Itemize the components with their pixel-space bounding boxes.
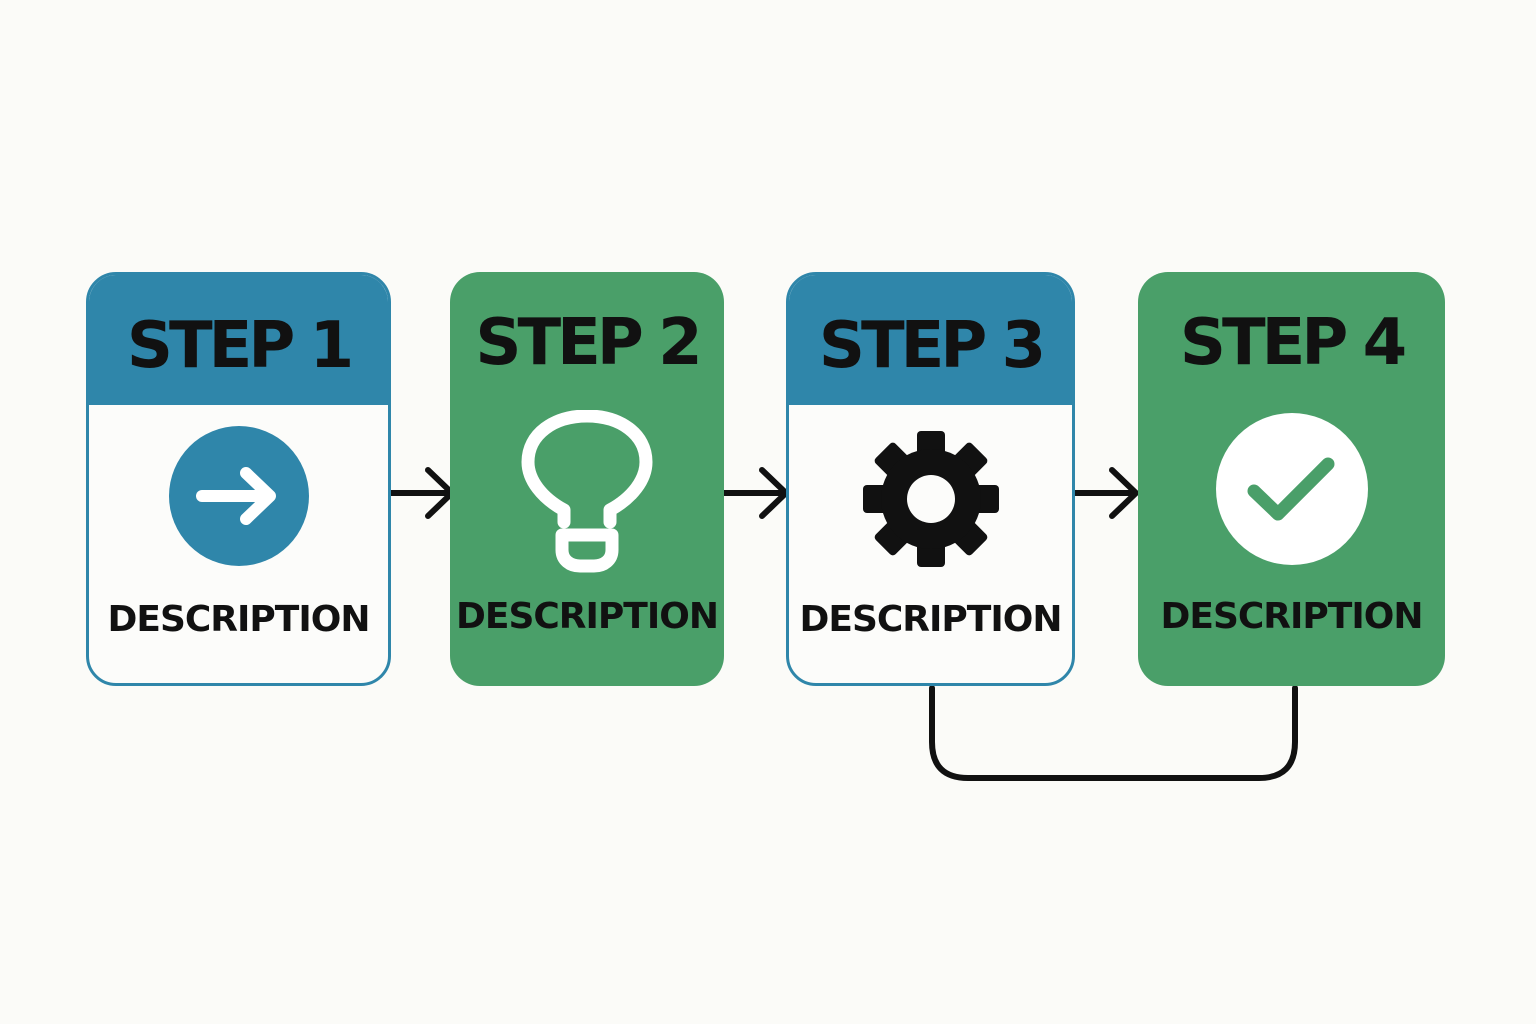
lightbulb-icon bbox=[521, 410, 653, 573]
step-description-4: DESCRIPTION bbox=[1160, 596, 1423, 637]
step-description-3: DESCRIPTION bbox=[799, 599, 1062, 640]
step-card-3: STEP 3 DESCRIPTION bbox=[786, 272, 1075, 686]
step-header-4: STEP 4 bbox=[1138, 272, 1445, 402]
step-header-1: STEP 1 bbox=[89, 275, 388, 405]
step-title-2: STEP 2 bbox=[475, 306, 702, 380]
step-card-4: STEP 4 DESCRIPTION bbox=[1138, 272, 1445, 686]
step-description-2: DESCRIPTION bbox=[455, 596, 719, 637]
step-card-1: STEP 1 DESCRIPTION bbox=[86, 272, 391, 686]
arrow-3-to-4 bbox=[1072, 467, 1139, 519]
arrow-2-to-3 bbox=[721, 467, 789, 519]
arrow-1-to-2 bbox=[387, 467, 455, 519]
step-title-1: STEP 1 bbox=[126, 309, 354, 383]
step-title-4: STEP 4 bbox=[1179, 306, 1407, 380]
gear-icon bbox=[862, 431, 999, 567]
arrow-right-circle-icon bbox=[168, 426, 309, 566]
step-header-2: STEP 2 bbox=[450, 272, 724, 402]
step-card-2: STEP 2 DESCRIPTION bbox=[450, 272, 724, 686]
loop-connector-3-4 bbox=[929, 685, 1298, 781]
step-title-3: STEP 3 bbox=[818, 309, 1046, 383]
step-description-1: DESCRIPTION bbox=[107, 599, 370, 640]
check-circle-icon bbox=[1215, 413, 1368, 565]
step-header-3: STEP 3 bbox=[789, 275, 1072, 405]
